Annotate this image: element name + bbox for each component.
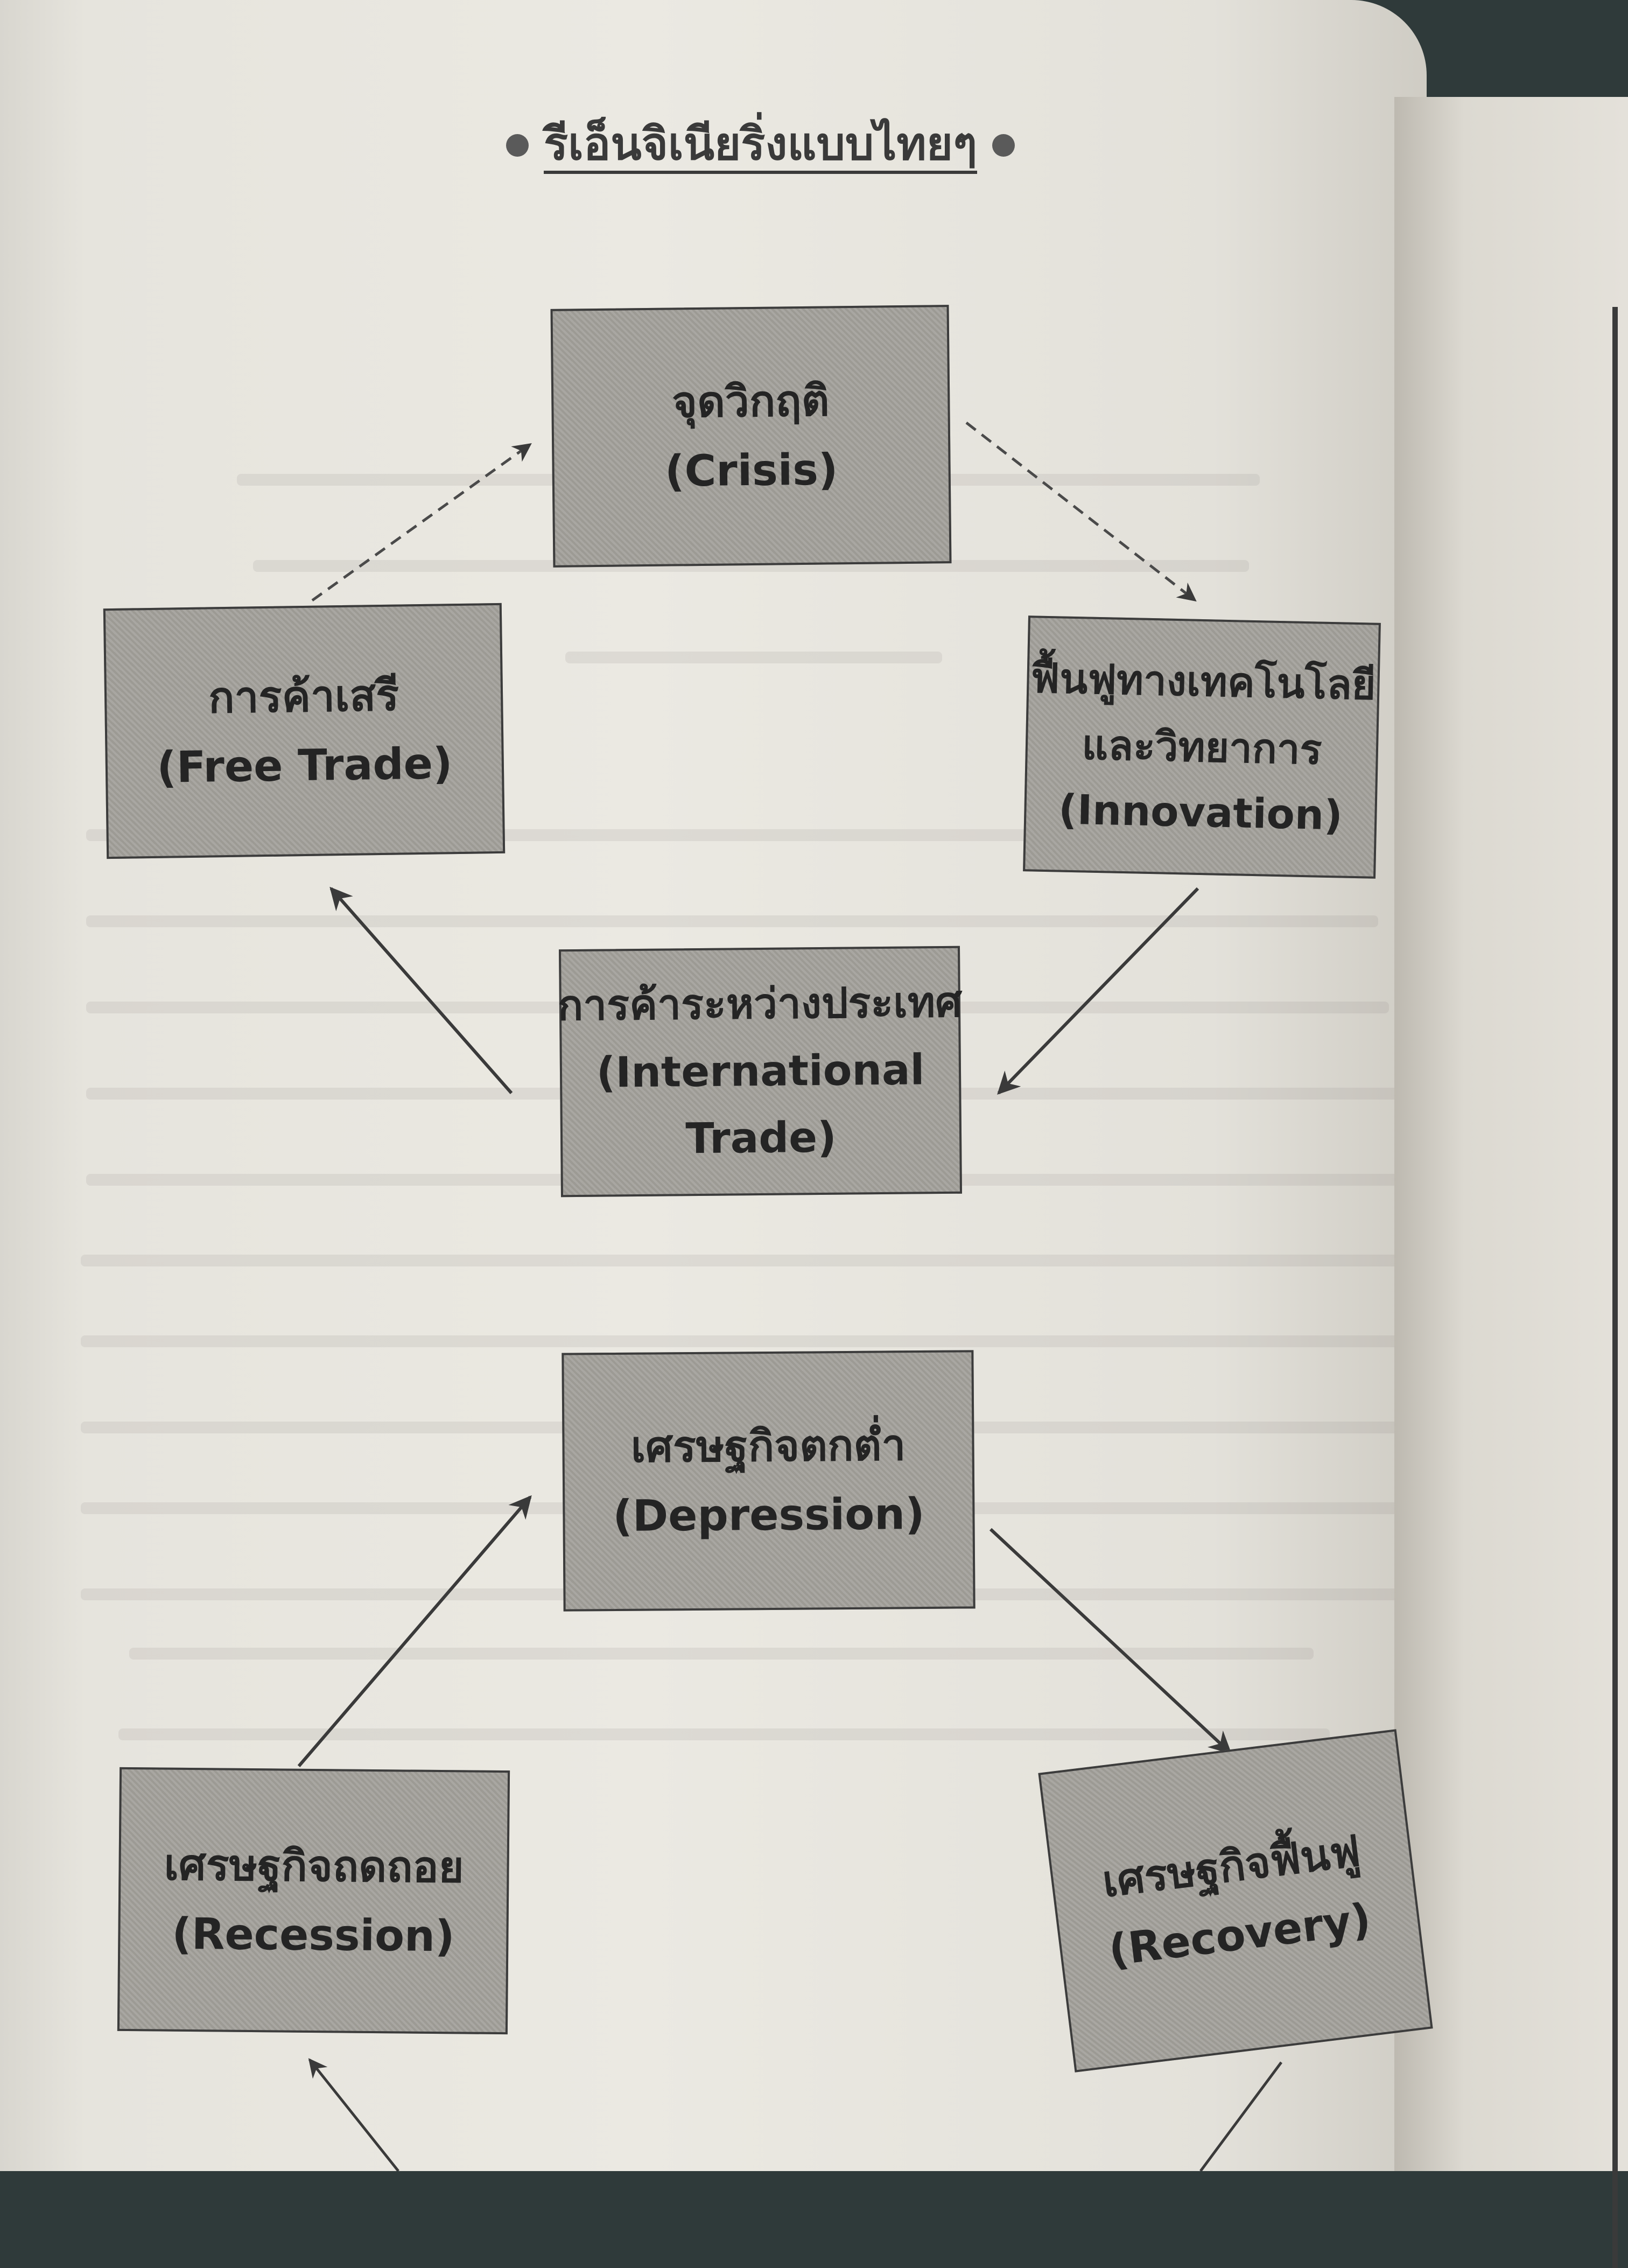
node-depression-english: (Depression) bbox=[612, 1488, 925, 1542]
node-free-trade-thai: การค้าเสรี bbox=[208, 670, 399, 723]
node-innovation-thai-line2: และวิทยาการ bbox=[1081, 720, 1323, 774]
node-recovery: เศรษฐกิจฟื้นฟู (Recovery) bbox=[1038, 1729, 1433, 2073]
show-through-line bbox=[81, 1335, 1416, 1347]
node-international-trade-english-line2: Trade) bbox=[685, 1114, 837, 1164]
node-recession-english: (Recession) bbox=[171, 1908, 455, 1962]
node-innovation: ฟื้นฟูทางเทคโนโลยี และวิทยาการ (Innovati… bbox=[1023, 615, 1381, 879]
show-through-line bbox=[81, 1255, 1416, 1266]
node-crisis-thai: จุดวิกฤติ bbox=[671, 375, 830, 428]
node-international-trade: การค้าระหว่างประเทศ (International Trade… bbox=[557, 946, 963, 1198]
node-free-trade-english: (Free Trade) bbox=[156, 738, 453, 793]
node-innovation-english: (Innovation) bbox=[1058, 785, 1343, 839]
node-free-trade: การค้าเสรี (Free Trade) bbox=[103, 603, 506, 859]
node-recession-thai: เศรษฐกิจถดถอย bbox=[164, 1839, 464, 1893]
header-bullet-right-icon bbox=[992, 134, 1015, 157]
node-international-trade-thai: การค้าระหว่างประเทศ bbox=[557, 978, 963, 1031]
adjacent-page bbox=[1394, 97, 1628, 2268]
show-through-line bbox=[118, 1728, 1330, 1740]
show-through-line bbox=[565, 652, 942, 663]
show-through-line bbox=[86, 915, 1378, 927]
node-crisis-english: (Crisis) bbox=[664, 444, 838, 496]
node-crisis: จุดวิกฤติ (Crisis) bbox=[550, 305, 952, 568]
node-international-trade-english-line1: (International bbox=[596, 1045, 925, 1097]
node-innovation-thai-line1: ฟื้นฟูทางเทคโนโลยี bbox=[1030, 654, 1377, 709]
node-depression-thai: เศรษฐกิจตกต่ำ bbox=[630, 1420, 906, 1472]
node-depression: เศรษฐกิจตกต่ำ (Depression) bbox=[562, 1350, 976, 1612]
header-bullet-left-icon bbox=[506, 134, 529, 157]
node-recession: เศรษฐกิจถดถอย (Recession) bbox=[117, 1767, 510, 2035]
running-header: รีเอ็นจิเนียริ่งแบบไทยๆ bbox=[506, 113, 1015, 178]
adjacent-page-rule bbox=[1612, 307, 1618, 2268]
show-through-line bbox=[129, 1648, 1314, 1660]
header-title: รีเอ็นจิเนียริ่งแบบไทยๆ bbox=[544, 117, 978, 174]
